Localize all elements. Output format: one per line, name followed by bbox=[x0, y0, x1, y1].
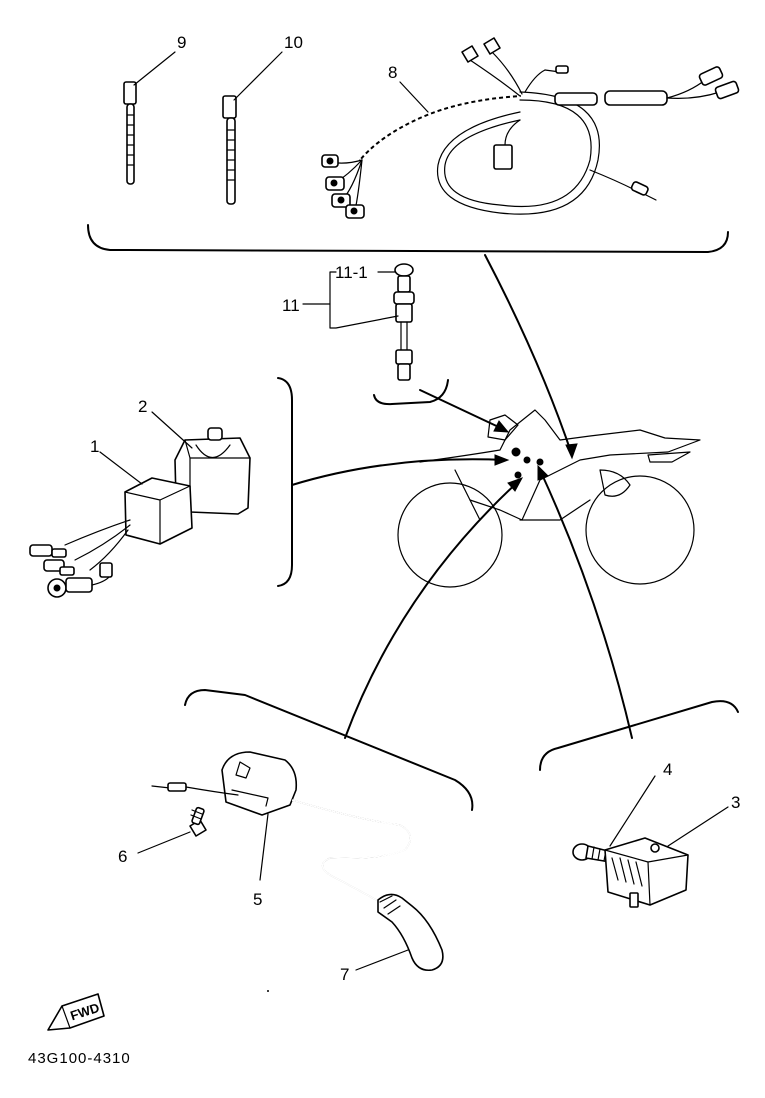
leader-6 bbox=[137, 831, 191, 854]
leader-9 bbox=[133, 51, 176, 86]
callout-5: 5 bbox=[253, 890, 262, 909]
leader-1 bbox=[99, 451, 143, 485]
leader-3 bbox=[667, 806, 729, 847]
callout-1: 1 bbox=[90, 437, 99, 456]
fwd-arrow-icon: FWD bbox=[47, 993, 105, 1031]
group-bracket-bottom-right bbox=[539, 700, 739, 771]
callout-4: 4 bbox=[663, 760, 672, 779]
part-7-plug-cap bbox=[377, 893, 444, 972]
drawing-code: 43G100-4310 bbox=[28, 1050, 131, 1067]
part-11-switch-assembly bbox=[393, 263, 415, 381]
leader-2 bbox=[151, 411, 193, 449]
part-8-wire-harness bbox=[321, 37, 740, 219]
part-6-screw bbox=[189, 806, 207, 837]
speck bbox=[267, 990, 269, 992]
part-3-regulator bbox=[604, 837, 689, 908]
callout-3: 3 bbox=[731, 793, 740, 812]
group-bracket-top bbox=[87, 224, 729, 253]
part-10-cable-tie bbox=[222, 95, 237, 205]
pointer-lines bbox=[291, 254, 633, 739]
callout-11-1: 11-1 bbox=[335, 263, 368, 282]
callout-2: 2 bbox=[138, 397, 147, 416]
bracket-11 bbox=[329, 271, 399, 329]
group-bracket-left bbox=[277, 377, 293, 587]
callout-11: 11 bbox=[282, 296, 300, 315]
leader-10 bbox=[233, 51, 283, 101]
part-5-ignition-coil bbox=[151, 751, 412, 903]
callout-9: 9 bbox=[177, 33, 186, 52]
leader-8 bbox=[399, 81, 429, 113]
callout-7: 7 bbox=[340, 965, 349, 984]
motorcycle-outline bbox=[397, 409, 701, 588]
group-bracket-bottom-left bbox=[184, 689, 474, 811]
leader-7 bbox=[355, 949, 409, 971]
part-9-cable-tie bbox=[123, 81, 137, 185]
leader-4 bbox=[609, 775, 656, 847]
group-bracket-11 bbox=[373, 379, 449, 406]
callout-10: 10 bbox=[284, 33, 303, 52]
leader-5 bbox=[259, 813, 269, 881]
part-1-cdi-unit bbox=[29, 477, 193, 598]
callout-6: 6 bbox=[118, 847, 127, 866]
callout-8: 8 bbox=[388, 63, 397, 82]
